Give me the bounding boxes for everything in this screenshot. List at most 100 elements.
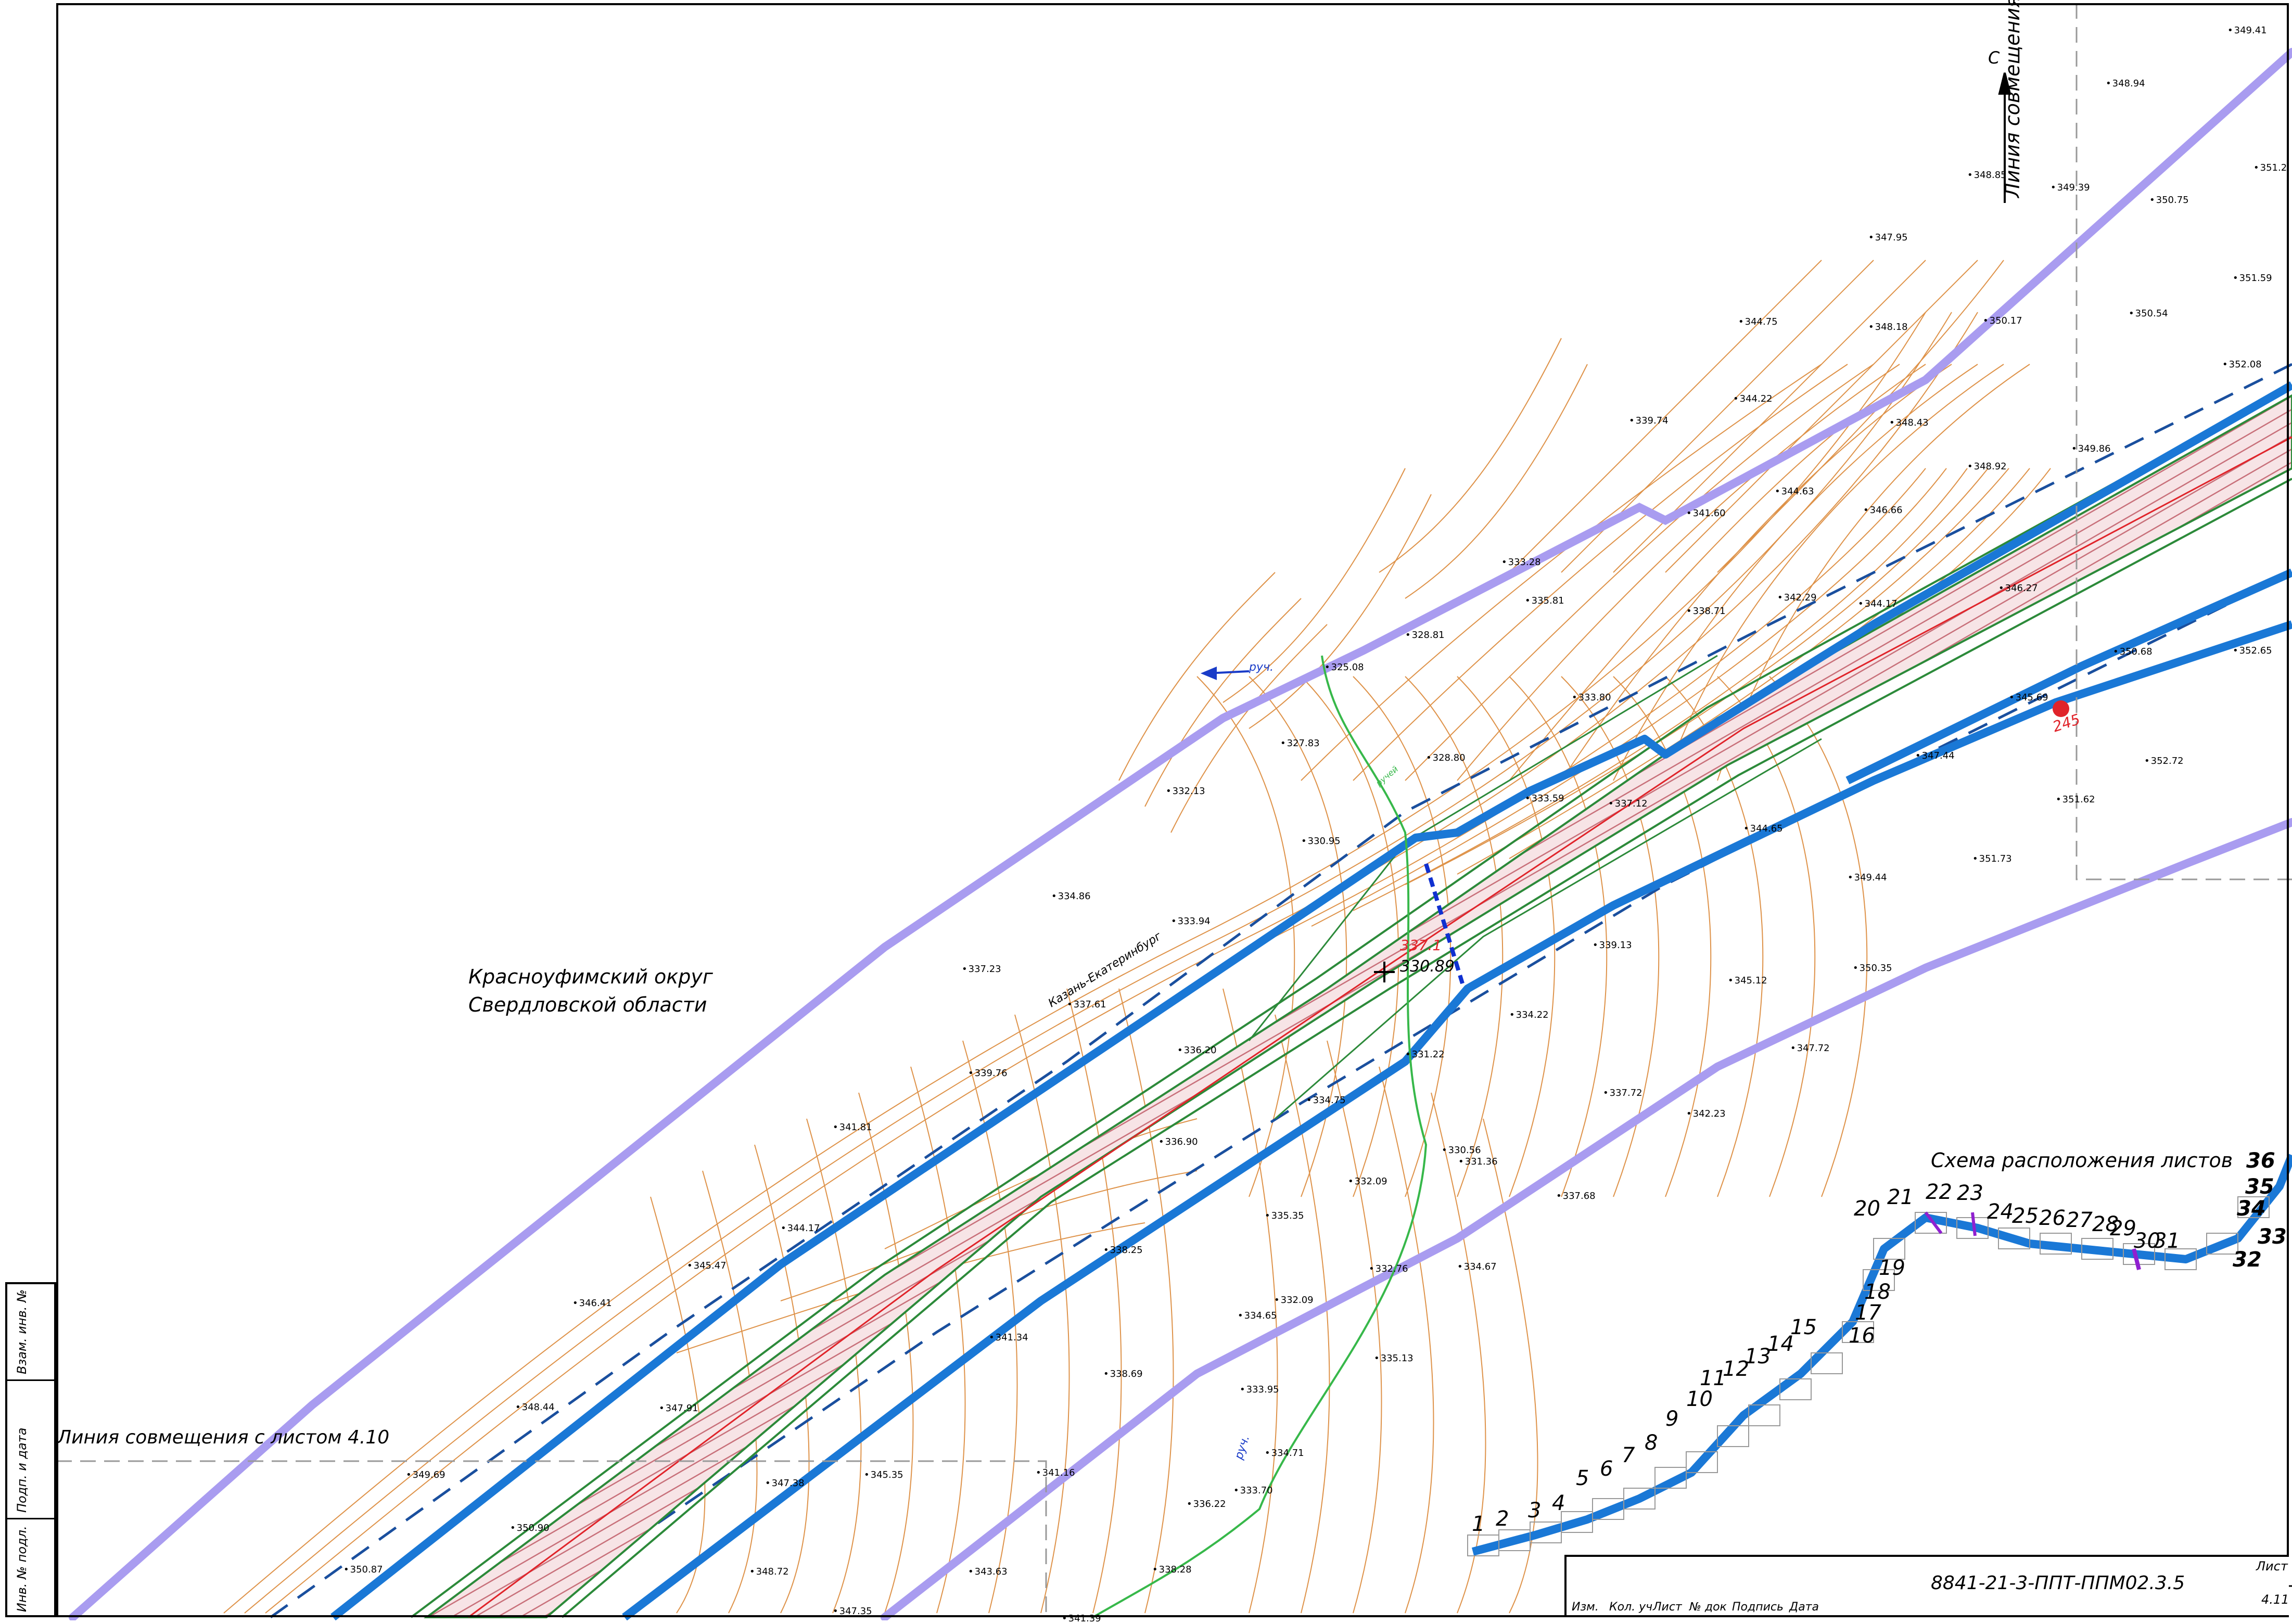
elevation-point: 335.35 (1265, 1210, 1304, 1221)
elevation-point: 341.34 (989, 1332, 1028, 1343)
scheme-sheet-number: 12 (1723, 1357, 1749, 1381)
elevation-point: 343.63 (968, 1566, 1008, 1577)
elevation-point: 341.39 (1062, 1613, 1101, 1624)
scheme-sheet-number: 32 (2233, 1248, 2262, 1272)
elevation-point: 325.08 (1325, 662, 1364, 673)
elevation-point: 341.16 (1036, 1467, 1075, 1478)
elevation-point: 333.59 (1525, 793, 1564, 804)
scheme-sheet-number: 34 (2237, 1197, 2266, 1221)
boundary-lines (69, 48, 2292, 1620)
elevation-point: 347.72 (1790, 1043, 1830, 1054)
elevation-point: 341.60 (1686, 508, 1726, 519)
elevation-point: 337.12 (1608, 798, 1648, 809)
elevation-point: 334.86 (1051, 891, 1091, 902)
scheme-sheet-number: 21 (1887, 1185, 1914, 1209)
tb-col-izm: Изм. (1572, 1601, 1599, 1614)
green-edge-2 (561, 478, 2292, 1618)
elevation-point: 337.68 (1556, 1191, 1596, 1201)
elevation-point: 348.18 (1868, 322, 1908, 333)
elevation-point: 351.62 (2056, 794, 2095, 805)
elevation-point: 339.76 (968, 1068, 1008, 1079)
elevation-point: 328.80 (1426, 752, 1466, 763)
scheme-sheet-number: 28 (2092, 1212, 2119, 1236)
elevation-point: 336.22 (1187, 1499, 1226, 1510)
elevation-point: 345.47 (687, 1260, 727, 1271)
elevation-point: 334.65 (1238, 1310, 1277, 1321)
elevation-point: 338.69 (1103, 1369, 1143, 1379)
elevation-point: 348.94 (2106, 78, 2145, 89)
elevation-point: 349.44 (1848, 872, 1887, 883)
elevation-point: 349.69 (406, 1469, 445, 1480)
elevation-point: 338.25 (1103, 1245, 1143, 1256)
elevation-point: 333.70 (1233, 1485, 1273, 1496)
scheme-sheet-number: 4 (1552, 1491, 1565, 1515)
elevation-point: 344.63 (1775, 486, 1814, 497)
elevation-point: 345.12 (1728, 975, 1767, 986)
elevation-point: 335.13 (1374, 1353, 1414, 1364)
elevation-point: 338.71 (1686, 606, 1726, 617)
elevation-point: 328.81 (1405, 630, 1445, 641)
pipeline-thick-lines (330, 381, 2292, 1620)
scheme-sheet-number: 2 (1496, 1507, 1509, 1531)
scheme-sheet-number: 9 (1665, 1407, 1679, 1431)
scheme-sheet-number: 13 (1745, 1345, 1771, 1369)
elevation-point: 339.74 (1629, 415, 1669, 426)
pipe-top-right (1845, 568, 2292, 785)
elevation-point: 352.08 (2222, 359, 2262, 370)
elevation-point: 347.38 (765, 1478, 805, 1489)
tb-col-data: Дата (1789, 1601, 1819, 1614)
elevation-point: 350.68 (2113, 646, 2153, 657)
sheet-frame (56, 3, 2289, 1617)
elevation-point: 337.72 (1603, 1088, 1642, 1098)
sheet-boundary-dashed (56, 3, 2292, 1617)
scheme-sheet-number: 15 (1790, 1315, 1817, 1339)
elevation-point: 332.13 (1166, 786, 1205, 797)
scheme-sheet-number: 3 (1528, 1499, 1542, 1523)
stamp-vzam: Взам. инв. № (7, 1284, 54, 1381)
match-line-left-label: Линия совмещения с листом 4.10 (57, 1427, 390, 1448)
tb-col-list: Лист (1653, 1601, 1682, 1614)
scheme-sheet-number: 31 (2154, 1229, 2180, 1253)
green-edge-4 (1275, 738, 1822, 1120)
scheme-sheet-number: 14 (1767, 1332, 1794, 1356)
elevation-point: 337.61 (1067, 999, 1106, 1010)
elevation-point: 344.65 (1743, 823, 1783, 834)
scheme-sheet-number: 19 (1879, 1256, 1905, 1280)
elevation-point: 346.27 (1998, 583, 2038, 594)
scheme-sheet-number: 1 (1472, 1512, 1485, 1536)
crosshair-mark (1374, 962, 1395, 982)
scheme-sheet-number: 10 (1686, 1387, 1713, 1411)
elevation-point: 342.23 (1686, 1108, 1726, 1119)
elevation-point: 337.23 (962, 964, 1001, 975)
contour-lines (223, 260, 2051, 1614)
corridor-dashed-lines (270, 363, 2292, 1619)
elevation-point: 332.76 (1369, 1263, 1408, 1274)
drawing-code: 8841-21-3-ППТ-ППМ02.3.5 (1931, 1572, 2185, 1594)
crossing-value-red: 337.1 (1400, 937, 1442, 954)
stamp-inv-label: Инв. № подл. (15, 1526, 29, 1612)
sheet-label: Лист (2256, 1559, 2288, 1574)
elevation-point: 348.44 (515, 1402, 555, 1413)
elevation-point: 351.59 (2233, 273, 2272, 284)
scheme-sheet-number: 6 (1600, 1457, 1613, 1481)
stamp-inv: Инв. № подл. (7, 1519, 54, 1617)
stamp-podp-label: Подп. и дата (15, 1427, 29, 1513)
scheme-sheet-number: 26 (2039, 1206, 2066, 1230)
elevation-point: 332.09 (1274, 1295, 1314, 1306)
scheme-sheet-number: 11 (1700, 1366, 1726, 1390)
elevation-point: 334.75 (1306, 1095, 1346, 1106)
sheet-scheme (1467, 1154, 2292, 1556)
region-label-line-1: Красноуфимский округ (468, 965, 713, 988)
stream-arrow-icon (1200, 667, 1250, 680)
elevation-point: 346.66 (1863, 505, 1903, 516)
north-label: С (1988, 48, 2000, 68)
scheme-sheet-number: 16 (1849, 1324, 1875, 1348)
elevation-point: 348.85 (1967, 170, 2007, 181)
tb-col-kol: Кол. уч (1609, 1601, 1653, 1614)
elevation-point: 351.73 (1972, 853, 2012, 864)
elevation-point: 350.75 (2149, 195, 2189, 206)
stamp-vzam-label: Взам. инв. № (15, 1289, 29, 1374)
stream-label-1: руч. (1249, 661, 1274, 674)
stamp-sidebar: Взам. инв. № Подп. и дата Инв. № подл. (5, 1282, 56, 1617)
elevation-point: 338.28 (1152, 1564, 1192, 1575)
